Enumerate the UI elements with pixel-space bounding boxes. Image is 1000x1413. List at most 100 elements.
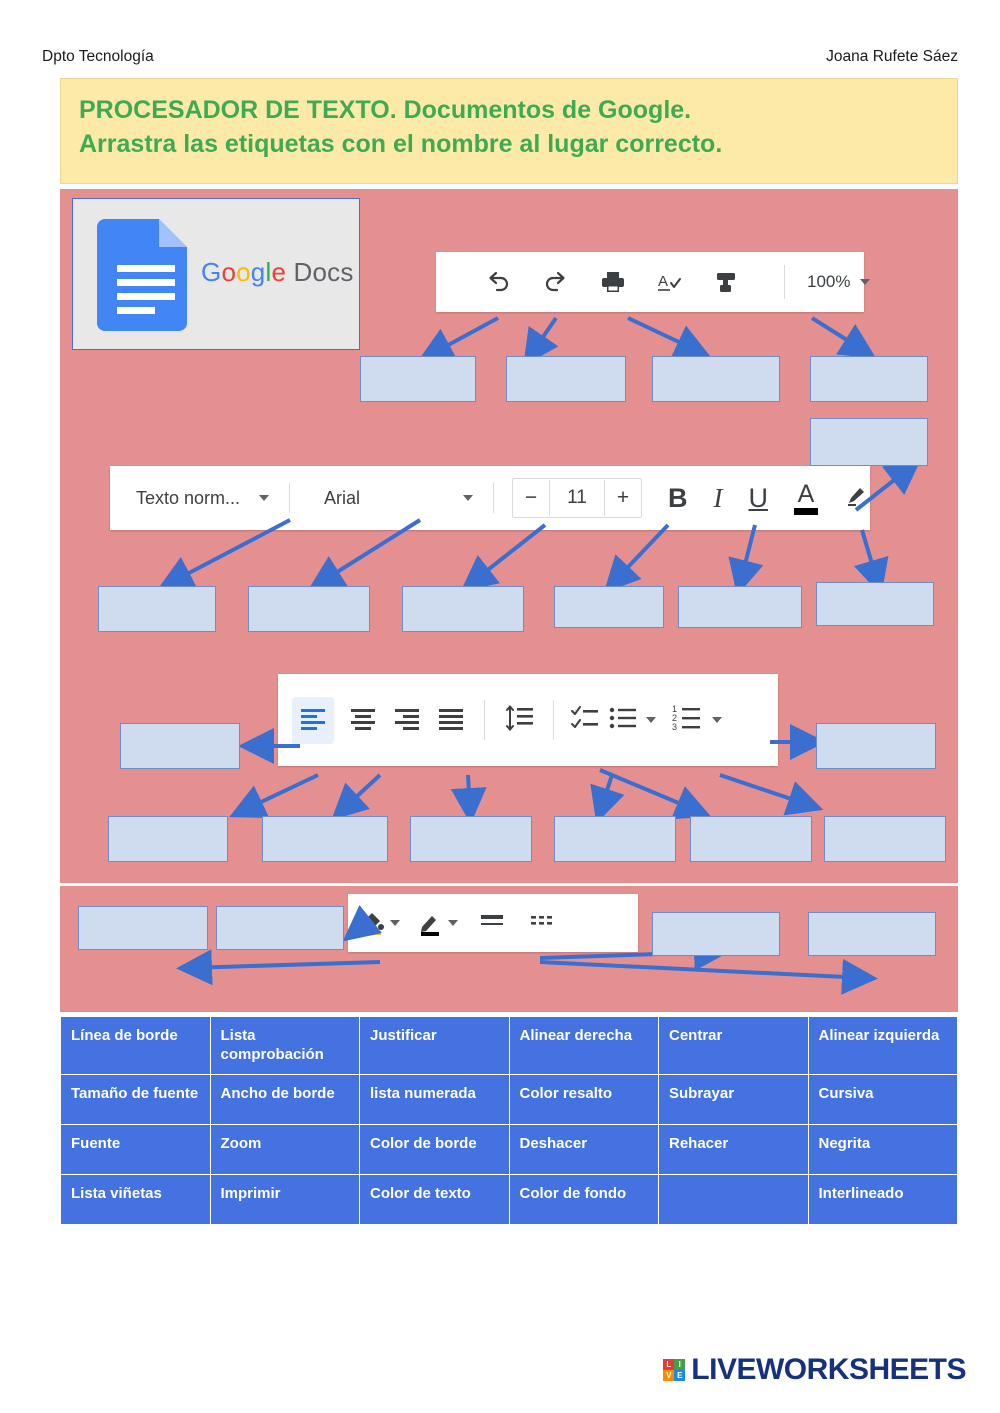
font-family-value: Arial (324, 487, 361, 508)
word-chip[interactable]: Color de texto (359, 1174, 510, 1225)
zoom-control[interactable]: 100% (784, 265, 871, 299)
dropzone-3[interactable] (652, 356, 780, 402)
word-chip[interactable]: Interlineado (807, 1174, 958, 1225)
word-chip[interactable]: Fuente (60, 1124, 211, 1175)
dropzone-14[interactable] (108, 816, 228, 862)
dropzone-22[interactable] (652, 912, 780, 956)
header-left: Dpto Tecnología (42, 48, 154, 65)
lw-brand-text: LIVEWORKSHEETS (691, 1353, 966, 1386)
word-chip[interactable]: Subrayar (658, 1074, 809, 1125)
chevron-down-icon[interactable] (646, 717, 656, 723)
justify-button[interactable] (436, 705, 466, 736)
word-chip[interactable]: Línea de borde (60, 1016, 211, 1075)
gdocs-word-docs: Docs (293, 257, 354, 287)
dropzone-20[interactable] (78, 906, 208, 950)
dropzone-12[interactable] (120, 723, 240, 769)
chevron-down-icon[interactable] (860, 279, 871, 285)
dropzone-10[interactable] (678, 586, 802, 628)
toolbar-text-format: Texto norm... Arial − 11 + B I U A (110, 466, 870, 530)
paragraph-style-select[interactable]: Texto norm... (126, 488, 279, 509)
dropzone-1[interactable] (360, 356, 476, 402)
dropzone-11[interactable] (816, 582, 934, 626)
word-chip[interactable]: Color de fondo (508, 1174, 659, 1225)
print-icon[interactable] (600, 270, 626, 294)
paragraph-style-value: Texto norm... (136, 487, 241, 508)
dropzone-21[interactable] (216, 906, 344, 950)
word-chip[interactable]: Alinear derecha (508, 1016, 659, 1075)
font-size-value[interactable]: 11 (549, 480, 605, 516)
checklist-button[interactable] (570, 703, 600, 738)
lw-mark-l: L (663, 1359, 675, 1370)
word-chip[interactable]: Alinear izquierda (807, 1016, 958, 1075)
dropzone-13[interactable] (816, 723, 936, 769)
divider (553, 700, 554, 740)
divider (484, 700, 485, 740)
word-chip[interactable]: Lista viñetas (60, 1174, 211, 1225)
title-line-2: Arrastra las etiquetas con el nombre al … (79, 130, 723, 158)
border-dash-button[interactable] (528, 908, 556, 939)
dropzone-5[interactable] (810, 418, 928, 466)
word-chip[interactable]: lista numerada (359, 1074, 510, 1125)
dropzone-17[interactable] (554, 816, 676, 862)
word-chip[interactable]: Justificar (359, 1016, 510, 1075)
dropzone-8[interactable] (402, 586, 524, 632)
font-size-stepper[interactable]: − 11 + (512, 478, 642, 518)
undo-icon[interactable] (484, 270, 512, 294)
paint-format-icon[interactable] (714, 270, 740, 294)
google-docs-logo-box: Google Docs (72, 198, 360, 350)
word-chip[interactable] (658, 1174, 809, 1225)
font-family-select[interactable]: Arial (314, 488, 483, 509)
dropzone-18[interactable] (690, 816, 812, 862)
word-chip[interactable]: Rehacer (658, 1124, 809, 1175)
lw-mark-v: V (663, 1370, 675, 1381)
underline-button[interactable]: U (748, 482, 769, 513)
word-chip[interactable]: Imprimir (209, 1174, 360, 1225)
chevron-down-icon[interactable] (463, 495, 474, 501)
chevron-down-icon[interactable] (259, 495, 270, 501)
dropzone-4[interactable] (810, 356, 928, 402)
dropzone-16[interactable] (410, 816, 532, 862)
font-size-decrease[interactable]: − (524, 486, 538, 509)
dropzone-9[interactable] (554, 586, 664, 628)
dropzone-6[interactable] (98, 586, 216, 632)
highlight-color-button[interactable] (844, 483, 870, 514)
chevron-down-icon[interactable] (448, 920, 458, 926)
word-chip[interactable]: Tamaño de fuente (60, 1074, 211, 1125)
fill-color-button[interactable] (358, 909, 400, 937)
header-right: Joana Rufete Sáez (826, 48, 958, 65)
title-band: PROCESADOR DE TEXTO. Documentos de Googl… (60, 78, 958, 184)
chevron-down-icon[interactable] (712, 717, 722, 723)
word-chip[interactable]: Deshacer (508, 1124, 659, 1175)
word-chip[interactable]: Lista comprobación (209, 1016, 360, 1075)
bold-button[interactable]: B (668, 482, 688, 513)
alignment-group (292, 696, 466, 744)
word-chip[interactable]: Color de borde (359, 1124, 510, 1175)
font-size-increase[interactable]: + (616, 486, 630, 509)
dropzone-23[interactable] (808, 912, 936, 956)
word-chip[interactable]: Color resalto (508, 1074, 659, 1125)
word-chip[interactable]: Zoom (209, 1124, 360, 1175)
dropzone-15[interactable] (262, 816, 388, 862)
align-right-button[interactable] (392, 705, 422, 736)
bulleted-list-button[interactable] (608, 703, 638, 738)
chevron-down-icon[interactable] (390, 920, 400, 926)
word-chip[interactable]: Negrita (807, 1124, 958, 1175)
word-chip[interactable]: Cursiva (807, 1074, 958, 1125)
text-color-button[interactable]: A (794, 481, 818, 515)
redo-icon[interactable] (542, 270, 570, 294)
align-center-button[interactable] (348, 705, 378, 736)
dropzone-19[interactable] (824, 816, 946, 862)
spelling-check-icon[interactable]: A (656, 270, 684, 294)
dropzone-7[interactable] (248, 586, 370, 632)
word-chip[interactable]: Ancho de borde (209, 1074, 360, 1125)
border-color-button[interactable] (416, 909, 458, 937)
italic-button[interactable]: I (713, 482, 723, 513)
line-spacing-button[interactable] (503, 703, 537, 738)
word-chip[interactable]: Centrar (658, 1016, 809, 1075)
align-left-button[interactable] (292, 696, 334, 744)
border-width-button[interactable] (478, 908, 506, 939)
dropzone-2[interactable] (506, 356, 626, 402)
